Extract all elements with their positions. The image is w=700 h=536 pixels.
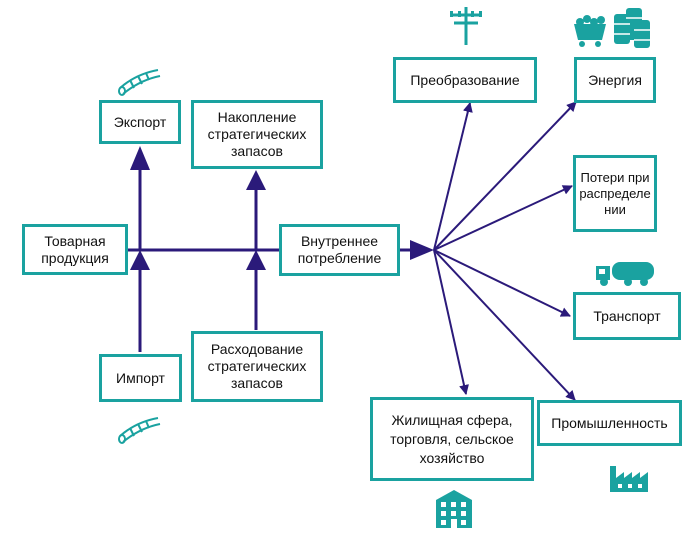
withdrawal-arrowhead (246, 250, 266, 270)
arrowheads (130, 146, 434, 270)
coal-and-barrels-icon (574, 8, 650, 48)
commodity-output-box: Товарная продукция (22, 224, 128, 275)
accumulation-arrowhead (246, 170, 266, 190)
energy-box: Энергия (574, 57, 656, 103)
industry-label: Промышленность (551, 414, 668, 431)
pipe-icon (118, 69, 161, 96)
import-label: Импорт (116, 369, 165, 386)
stock-accumulation-box: Накопление стратегических запасов (191, 100, 323, 169)
transport-box: Транспорт (573, 292, 681, 340)
arrow-to-losses (433, 185, 573, 251)
residential-box: Жилищная сфера, торговля, сельское хозяй… (370, 397, 534, 481)
stock-accumulation-label: Накопление стратегических запасов (207, 109, 307, 159)
tanker-truck-icon (596, 262, 654, 286)
export-box: Экспорт (99, 100, 181, 144)
commodity-output-label: Товарная продукция (41, 232, 109, 266)
industry-box: Промышленность (537, 400, 682, 446)
connectors (127, 170, 415, 352)
domestic-consumption-box: Внутреннее потребление (279, 224, 400, 276)
arrow-to-transport (433, 249, 571, 317)
arrow-to-transformation (433, 102, 473, 251)
stock-withdrawal-label: Расходование стратегических запасов (207, 341, 307, 391)
import-arrowhead (130, 250, 150, 270)
export-label: Экспорт (113, 113, 167, 130)
export-arrowhead (130, 146, 150, 170)
transformation-box: Преобразование (393, 57, 537, 103)
stock-withdrawal-box: Расходование стратегических запасов (191, 331, 323, 402)
arrow-to-energy (433, 101, 577, 251)
domestic-consumption-label: Внутреннее потребление (297, 233, 382, 266)
energy-label: Энергия (588, 71, 642, 88)
transport-label: Транспорт (593, 307, 661, 324)
pipe-icon (118, 417, 161, 444)
apartment-building-icon (436, 490, 472, 528)
transformation-label: Преобразование (410, 71, 520, 88)
power-pole-icon (450, 7, 482, 45)
distribution-losses-label: Потери при распределе нии (579, 169, 651, 217)
hub-arrowhead (410, 240, 434, 260)
residential-label: Жилищная сфера, торговля, сельское хозяй… (390, 411, 514, 466)
import-box: Импорт (99, 354, 182, 402)
arrow-to-residential (433, 249, 469, 395)
distribution-arrows (433, 101, 577, 401)
arrow-to-industry (433, 249, 576, 401)
distribution-losses-box: Потери при распределе нии (573, 155, 657, 232)
factory-icon (610, 466, 648, 492)
